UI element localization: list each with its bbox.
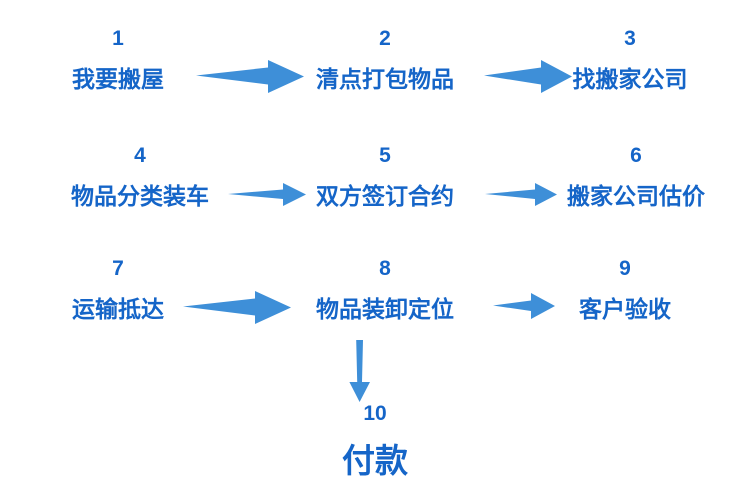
arrow-right-icon [183,291,291,324]
flow-step-3[interactable]: 3 找搬家公司 [555,28,705,91]
arrow-right-icon [493,293,555,319]
step-number: 8 [379,257,391,280]
flow-step-5[interactable]: 5 双方签订合约 [300,145,470,208]
flow-step-4[interactable]: 4 物品分类装车 [55,145,225,208]
flow-step-2[interactable]: 2 清点打包物品 [300,28,470,91]
step-number: 6 [630,144,642,167]
connector-2-to-3 [484,60,572,96]
step-label: 我要搬屋 [72,66,164,92]
step-number: 5 [379,144,391,167]
flow-step-6[interactable]: 6 搬家公司估价 [550,145,722,208]
connector-8-to-9 [493,293,555,321]
connector-1-to-2 [196,60,304,96]
flow-step-1[interactable]: 1 我要搬屋 [48,28,188,91]
step-label: 搬家公司估价 [567,183,705,209]
arrow-right-icon [484,60,572,93]
connector-7-to-8 [183,291,291,327]
flow-step-8[interactable]: 8 物品装卸定位 [300,258,470,321]
step-label: 付款 [342,442,408,479]
step-number: 1 [112,27,124,50]
step-label: 物品装卸定位 [316,296,454,322]
step-label: 客户验收 [579,296,671,322]
connector-8-to-10 [340,340,380,402]
step-number: 9 [619,257,631,280]
connector-5-to-6 [485,183,557,207]
connector-4-to-5 [228,183,306,207]
flow-step-7[interactable]: 7 运输抵达 [48,258,188,321]
step-label: 双方签订合约 [316,183,454,209]
step-label: 物品分类装车 [71,183,209,209]
flow-step-10[interactable]: 10 付款 [290,403,460,477]
arrow-right-icon [196,60,304,93]
arrow-right-icon [228,183,306,206]
step-number: 7 [112,257,124,280]
step-number: 10 [363,402,387,425]
flow-step-9[interactable]: 9 客户验收 [555,258,695,321]
arrow-right-icon [485,183,557,206]
arrow-down-icon [349,340,370,402]
step-number: 2 [379,27,391,50]
step-label: 找搬家公司 [572,66,688,92]
step-number: 4 [134,144,146,167]
step-label: 清点打包物品 [316,66,454,92]
step-number: 3 [624,27,636,50]
step-label: 运输抵达 [72,296,164,322]
